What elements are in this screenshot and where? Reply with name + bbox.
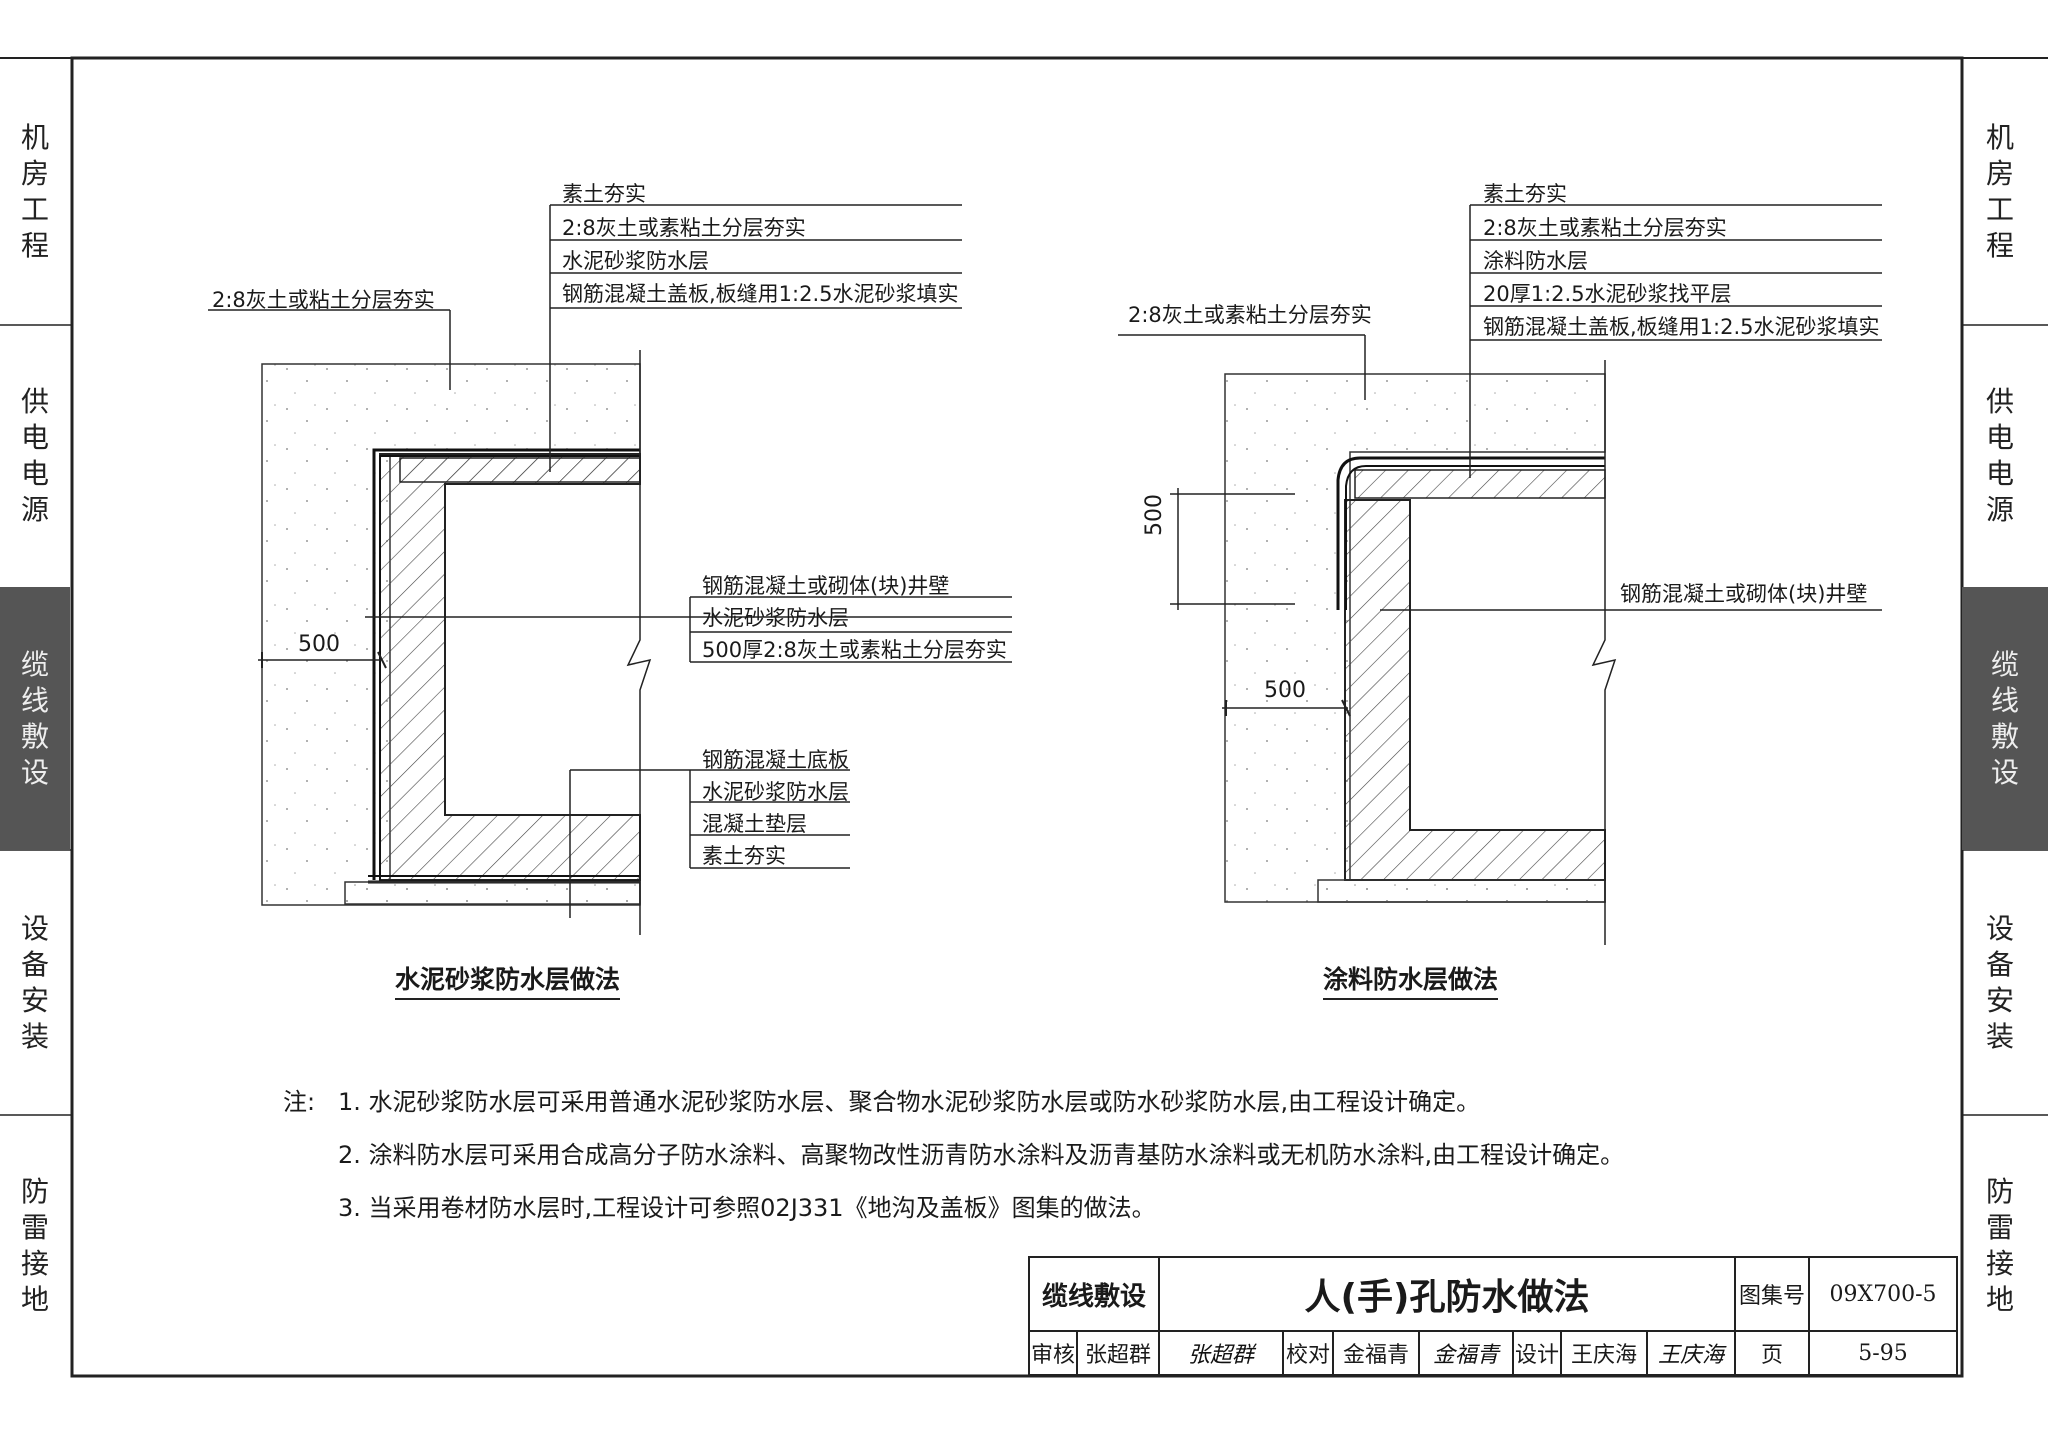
side-tab-right-4[interactable]: 防雷接地 xyxy=(1965,1115,2035,1376)
left-side-label: 2:8灰土或粘土分层夯实 xyxy=(212,288,435,312)
note-item-2: 2. 涂料防水层可采用合成高分子防水涂料、高聚物改性沥青防水涂料及沥青基防水涂料… xyxy=(338,1141,1625,1169)
left-top-label-3: 钢筋混凝土盖板,板缝用1:2.5水泥砂浆填实 xyxy=(562,282,959,306)
right-dim-500-vertical: 500 xyxy=(1142,494,1167,536)
left-detail-caption: 水泥砂浆防水层做法 xyxy=(395,960,621,1000)
side-tab-left-3[interactable]: 设备安装 xyxy=(0,850,70,1115)
left-base-label-2: 混凝土垫层 xyxy=(702,812,807,836)
side-tab-label: 缆线敷设 xyxy=(20,647,49,789)
side-tab-label: 防雷接地 xyxy=(1985,1174,2014,1316)
left-base-label-1: 水泥砂浆防水层 xyxy=(702,780,849,804)
side-tab-right-0[interactable]: 机房工程 xyxy=(1965,58,2035,325)
side-tab-label: 供电电源 xyxy=(1985,385,2014,526)
side-tab-label: 防雷接地 xyxy=(20,1174,49,1316)
side-tab-left-1[interactable]: 供电电源 xyxy=(0,325,70,587)
right-detail-caption: 涂料防水层做法 xyxy=(1323,960,1499,1000)
right-top-label-4: 钢筋混凝土盖板,板缝用1:2.5水泥砂浆填实 xyxy=(1483,315,1880,339)
tb-atlas-no: 09X700-5 xyxy=(1808,1256,1958,1332)
left-wall-label-0: 钢筋混凝土或砌体(块)井壁 xyxy=(702,574,950,598)
tb-checker-signature: 金福青 xyxy=(1418,1330,1514,1376)
right-dim-500-horizontal: 500 xyxy=(1264,678,1306,703)
side-tab-left-0[interactable]: 机房工程 xyxy=(0,58,70,325)
left-dim-500: 500 xyxy=(298,632,340,657)
right-top-label-0: 素土夯实 xyxy=(1483,182,1567,206)
tb-reviewer-signature: 张超群 xyxy=(1158,1330,1284,1376)
left-top-label-2: 水泥砂浆防水层 xyxy=(562,249,709,273)
note-item-3: 3. 当采用卷材防水层时,工程设计可参照02J331《地沟及盖板》图集的做法。 xyxy=(338,1194,1156,1222)
tb-designer: 王庆海 xyxy=(1560,1330,1648,1376)
side-tab-label: 机房工程 xyxy=(20,120,49,262)
tb-page-label: 页 xyxy=(1734,1330,1810,1376)
side-tab-right-3[interactable]: 设备安装 xyxy=(1965,850,2035,1115)
left-wall-label-1: 水泥砂浆防水层 xyxy=(702,606,849,630)
right-top-label-2: 涂料防水层 xyxy=(1483,249,1588,273)
note-item-1: 1. 水泥砂浆防水层可采用普通水泥砂浆防水层、聚合物水泥砂浆防水层或防水砂浆防水… xyxy=(338,1088,1481,1116)
left-base-label-3: 素土夯实 xyxy=(702,844,786,868)
tb-atlas-label: 图集号 xyxy=(1734,1256,1810,1332)
left-wall-label-2: 500厚2:8灰土或素粘土分层夯实 xyxy=(702,638,1007,662)
left-top-label-1: 2:8灰土或素粘土分层夯实 xyxy=(562,216,806,240)
side-tab-label: 设备安装 xyxy=(20,911,49,1053)
tb-designer-signature: 王庆海 xyxy=(1646,1330,1736,1376)
side-tab-label: 供电电源 xyxy=(20,385,49,526)
side-tab-label: 设备安装 xyxy=(1985,911,2014,1053)
tb-category: 缆线敷设 xyxy=(1028,1256,1160,1332)
title-block: 缆线敷设 人(手)孔防水做法 图集号 09X700-5 审核 张超群 张超群 校… xyxy=(1028,1256,1958,1376)
side-tab-right-1[interactable]: 供电电源 xyxy=(1965,325,2035,587)
right-wall-label: 钢筋混凝土或砌体(块)井壁 xyxy=(1620,582,1868,606)
notes-prefix: 注: xyxy=(283,1088,316,1116)
side-tab-left-4[interactable]: 防雷接地 xyxy=(0,1115,70,1376)
tb-page-no: 5-95 xyxy=(1808,1330,1958,1376)
tb-check-label: 校对 xyxy=(1282,1330,1334,1376)
tb-checker: 金福青 xyxy=(1332,1330,1420,1376)
left-base-label-0: 钢筋混凝土底板 xyxy=(702,748,849,772)
side-tab-left-2[interactable]: 缆线敷设 xyxy=(0,587,70,850)
tb-reviewer: 张超群 xyxy=(1076,1330,1160,1376)
right-side-label: 2:8灰土或素粘土分层夯实 xyxy=(1128,303,1372,327)
right-top-label-1: 2:8灰土或素粘土分层夯实 xyxy=(1483,216,1727,240)
tb-title: 人(手)孔防水做法 xyxy=(1158,1256,1736,1332)
side-tab-right-2[interactable]: 缆线敷设 xyxy=(1962,587,2048,850)
tb-design-label: 设计 xyxy=(1512,1330,1562,1376)
right-top-label-3: 20厚1:2.5水泥砂浆找平层 xyxy=(1483,282,1732,306)
tb-review-label: 审核 xyxy=(1028,1330,1078,1376)
side-tab-label: 机房工程 xyxy=(1985,120,2014,262)
left-top-label-0: 素土夯实 xyxy=(562,182,646,206)
side-tab-label: 缆线敷设 xyxy=(1990,647,2019,789)
